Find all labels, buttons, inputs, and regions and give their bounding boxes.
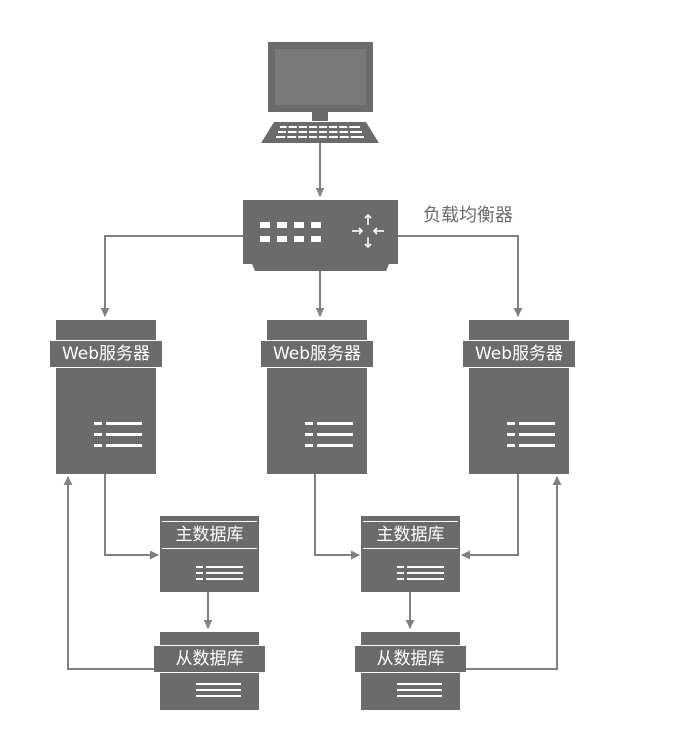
master-db-right-label: 主数据库 <box>363 521 458 549</box>
db-lines-icon <box>196 683 241 697</box>
db-lines-icon <box>397 566 444 580</box>
connectors <box>63 143 562 670</box>
web-server-middle-label: Web服务器 <box>261 340 373 368</box>
arrow-slave-left-to-web-left <box>63 476 160 670</box>
db-lines-icon <box>397 683 442 697</box>
network-ports-icon <box>260 222 321 242</box>
web-server-left-label: Web服务器 <box>50 340 162 368</box>
slave-db-right-label: 从数据库 <box>355 645 466 673</box>
arrow-balancer-to-web-right <box>398 235 523 317</box>
master-db-left-label: 主数据库 <box>162 521 257 549</box>
db-lines-icon <box>196 566 243 580</box>
server-lines-icon <box>94 422 142 447</box>
arrow-balancer-to-web-left <box>100 235 243 317</box>
server-lines-icon <box>305 422 353 447</box>
arrow-web-right-to-master-db <box>461 474 519 560</box>
arrow-web-middle-to-master-db <box>314 474 360 560</box>
load-balancer-label: 负载均衡器 <box>423 205 513 226</box>
arrow-slave-right-to-web-right <box>461 476 562 670</box>
desktop-computer-icon <box>261 42 379 143</box>
slave-db-left-label: 从数据库 <box>154 645 265 673</box>
server-lines-icon <box>507 422 555 447</box>
arrow-web-left-to-master-db <box>104 474 159 560</box>
router-switch-icon <box>352 213 384 249</box>
web-server-right-label: Web服务器 <box>463 340 575 368</box>
load-balancer-device <box>243 200 398 271</box>
